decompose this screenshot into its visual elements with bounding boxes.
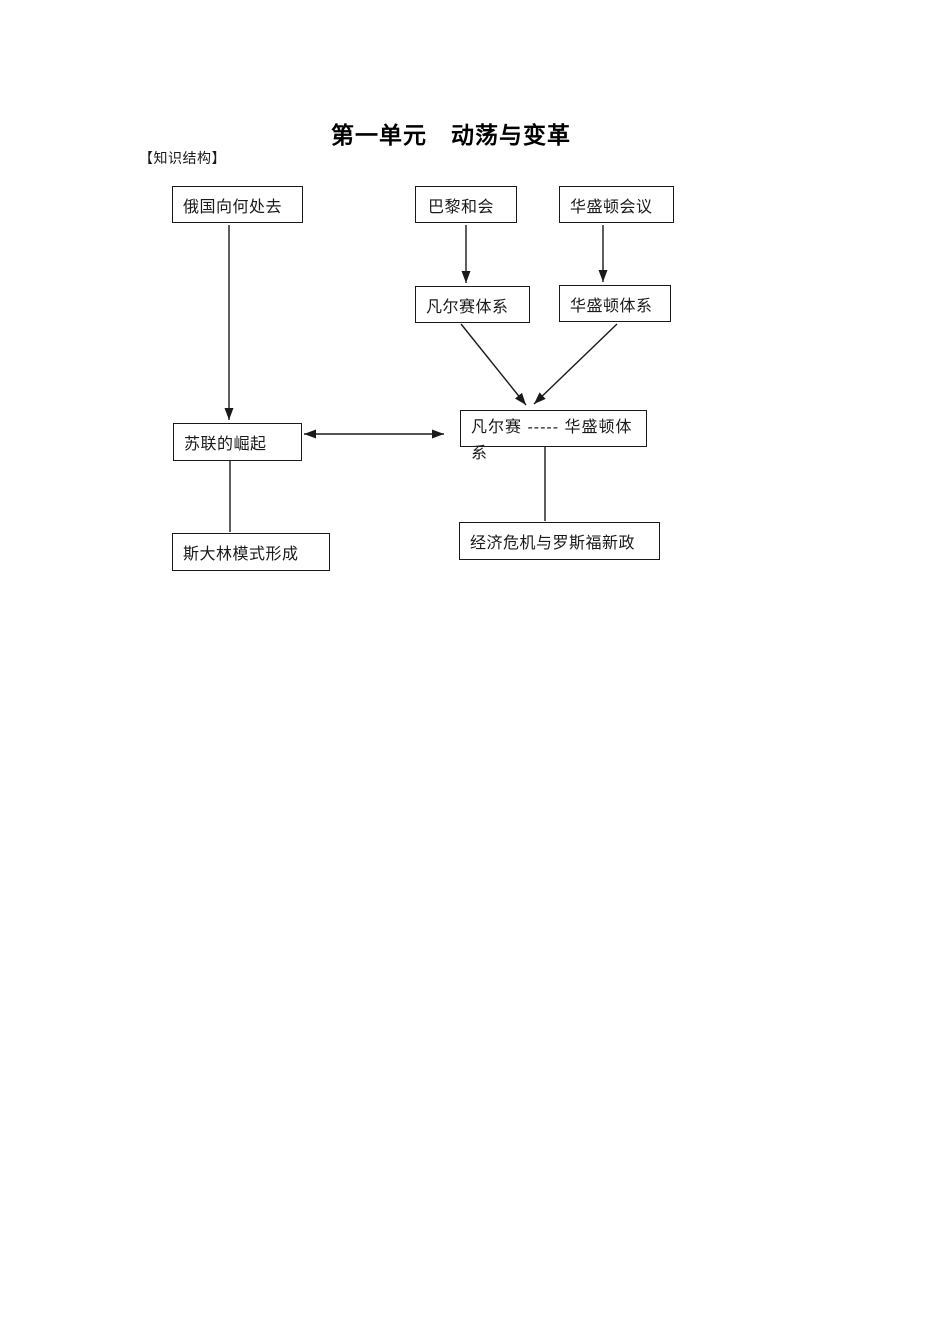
node-stalin-model-formation: 斯大林模式形成 [172, 533, 330, 571]
node-economic-crisis-new-deal: 经济危机与罗斯福新政 [459, 522, 660, 560]
arrow-versailles-system-to-vw-system [460, 323, 527, 406]
node-versailles-washington-system: 凡尔赛 ----- 华盛顿体系 [460, 410, 647, 462]
page-title: 第一单元 动荡与变革 [331, 122, 571, 148]
node-washington-system: 华盛顿体系 [559, 285, 671, 322]
node-versailles-system: 凡尔赛体系 [415, 286, 530, 323]
node-russia-where-to-go: 俄国向何处去 [172, 186, 303, 223]
node-rise-of-soviet-union: 苏联的崛起 [173, 423, 302, 461]
node-washington-conference: 华盛顿会议 [559, 186, 674, 223]
section-label-knowledge-structure: 【知识结构】 [139, 150, 226, 166]
node-paris-peace-conference: 巴黎和会 [415, 186, 517, 223]
arrow-washington-system-to-vw-system [533, 323, 618, 405]
